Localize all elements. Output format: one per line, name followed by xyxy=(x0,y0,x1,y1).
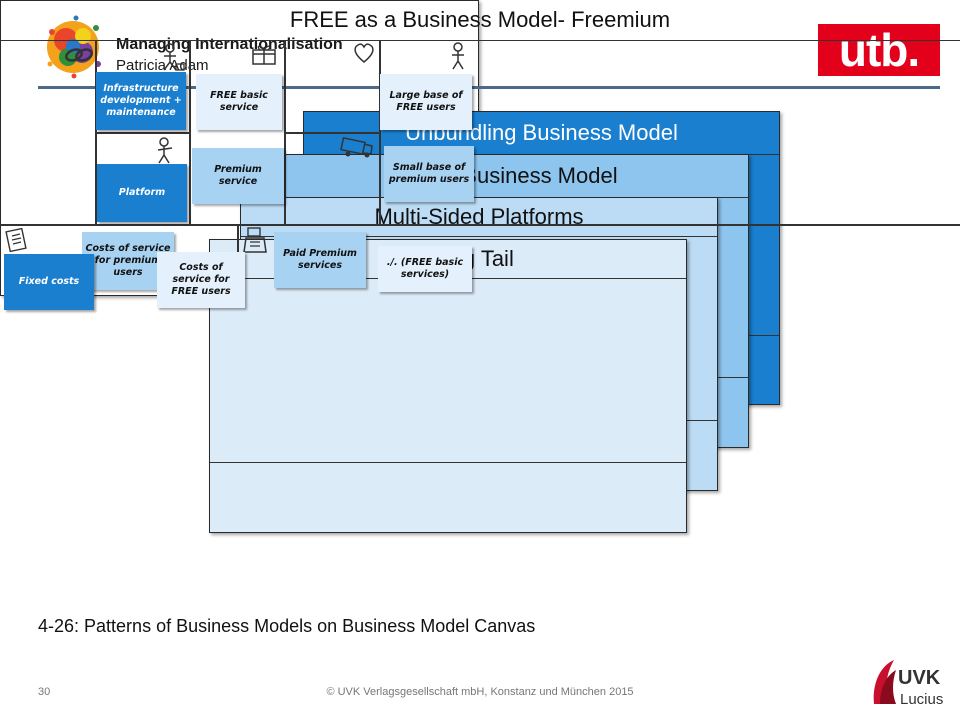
figure-caption: 4-26: Patterns of Business Models on Bus… xyxy=(38,616,536,636)
note-free-basic-service: FREE basic service xyxy=(196,74,282,130)
note-large-base-free-users: Large base of FREE users xyxy=(380,74,472,130)
heart-icon xyxy=(354,43,374,63)
grid-line xyxy=(284,132,379,134)
customer-icon xyxy=(452,42,464,70)
lucius-logo-text: Lucius xyxy=(900,691,943,708)
resource-worker-icon xyxy=(157,137,173,164)
note-costs-free-users: Costs of service for FREE users xyxy=(157,252,245,308)
grid-line xyxy=(95,132,189,134)
canvas-freemium: FREE as a Business Model- Freemium xyxy=(0,0,960,310)
grid-line xyxy=(379,40,381,224)
uvk-lucius-logo: UVK Lucius xyxy=(873,660,943,708)
note-fixed-costs: Fixed costs xyxy=(4,254,94,310)
grid-line xyxy=(0,224,960,226)
note-infrastructure: Infrastructure development + maintenance xyxy=(96,72,186,130)
author-name: Patricia Adam xyxy=(116,57,209,74)
worker-icon xyxy=(163,43,185,71)
cost-paper-icon xyxy=(5,228,27,252)
note-platform: Platform xyxy=(97,164,187,222)
note-premium-service: Premium service xyxy=(192,148,284,204)
copyright-notice: © UVK Verlagsgesellschaft mbH, Konstanz … xyxy=(326,686,634,698)
note-free-basic-services-revenue: ./. (FREE basic services) xyxy=(378,246,472,292)
uvk-logo-text: UVK xyxy=(898,667,941,689)
header-divider xyxy=(38,86,940,89)
utb-logo: utb. xyxy=(818,24,940,76)
cash-register-icon xyxy=(243,227,267,253)
gift-box-icon xyxy=(252,45,276,65)
chain-link-icon xyxy=(65,48,93,62)
page-number: 30 xyxy=(38,686,51,698)
canvas-title: Open Business Model xyxy=(272,155,748,198)
grid-line xyxy=(189,40,191,224)
note-small-base-premium-users: Small base of premium users xyxy=(384,146,474,202)
note-paid-premium-services: Paid Premium services xyxy=(274,232,366,288)
delivery-truck-icon xyxy=(340,136,373,158)
canvas-title: FREE as a Business Model- Freemium xyxy=(0,0,960,41)
grid-line xyxy=(210,462,686,463)
